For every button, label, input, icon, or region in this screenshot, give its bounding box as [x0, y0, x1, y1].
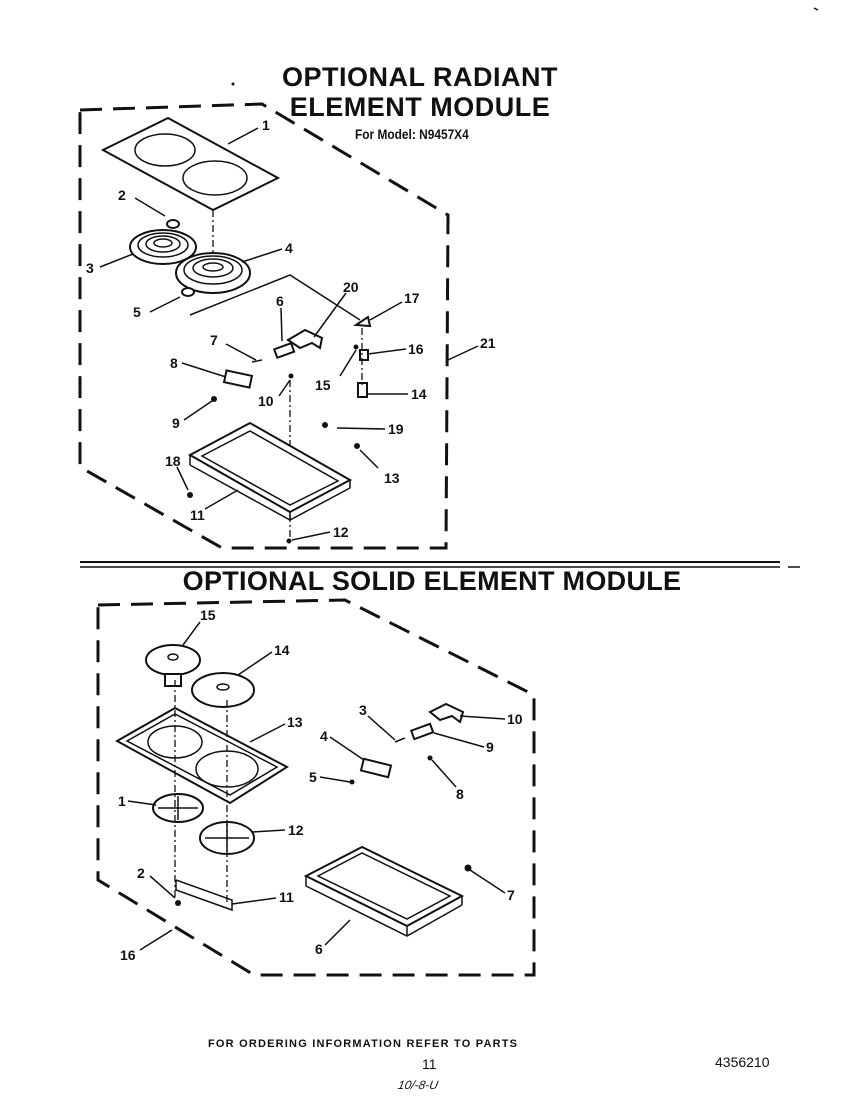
callout-3: 3: [359, 702, 367, 718]
callout-6: 6: [276, 293, 284, 309]
callout-13: 13: [287, 714, 303, 730]
glass-cooktop-part-1: [100, 116, 281, 212]
leader-lines-radiant: [99, 127, 479, 541]
callout-9: 9: [172, 415, 180, 431]
callouts-radiant: 1 2 3 4 5 6 7 8 9 10 11 12 13 14 15 16 1…: [86, 117, 496, 540]
speck: [231, 82, 235, 86]
screw-part-13: [354, 443, 360, 449]
page-number: 11: [422, 1056, 437, 1072]
callout-2: 2: [118, 187, 126, 203]
callout-14: 14: [411, 386, 427, 402]
leader-lines-solid: [127, 621, 506, 951]
screw-part-5: [349, 779, 355, 785]
bracket-part-10: [428, 702, 465, 724]
callout-10: 10: [258, 393, 274, 409]
model-label: For Model: N9457X4: [355, 126, 469, 142]
ordering-info-note: FOR ORDERING INFORMATION REFER TO PARTS: [208, 1038, 519, 1050]
solid-element-part-14: [191, 672, 255, 708]
callout-14: 14: [274, 642, 290, 658]
small-parts-radiant: [187, 315, 372, 544]
callout-12: 12: [333, 524, 349, 540]
title-radiant-line2: ELEMENT MODULE: [289, 92, 551, 122]
callout-2: 2: [137, 865, 145, 881]
clip-part-9: [409, 722, 435, 741]
screw-part-12: [286, 538, 292, 544]
screw-part-15: [353, 344, 359, 350]
callout-19: 19: [388, 421, 404, 437]
callout-4: 4: [320, 728, 328, 744]
radiant-element-part-5: [175, 252, 251, 297]
connector-part-16: [359, 349, 369, 361]
screw-part-19: [322, 422, 328, 428]
callout-7: 7: [507, 887, 515, 903]
callout-21: 21: [480, 335, 496, 351]
callout-18: 18: [165, 453, 181, 469]
screw-part-7: [464, 864, 472, 872]
callout-15: 15: [200, 607, 216, 623]
callout-17: 17: [404, 290, 420, 306]
title-radiant-line1: OPTIONAL RADIANT: [282, 62, 558, 92]
document-number: 4356210: [715, 1054, 770, 1070]
radiant-element-part-3: [129, 219, 197, 265]
callout-8: 8: [456, 786, 464, 802]
callout-20: 20: [343, 279, 359, 295]
block-part-8: [222, 369, 254, 389]
callout-4: 4: [285, 240, 293, 256]
callout-15: 15: [315, 377, 331, 393]
callout-3: 3: [86, 260, 94, 276]
bracket-part-11: [175, 879, 233, 912]
handwritten-note: 10/-8-U: [396, 1078, 440, 1092]
bracket-part-20: [286, 328, 324, 350]
callout-5: 5: [133, 304, 141, 320]
callout-11: 11: [279, 889, 294, 905]
callout-12: 12: [288, 822, 304, 838]
cap-part-17: [353, 315, 372, 328]
screw-part-3: [394, 737, 406, 743]
tray-part-11: [187, 421, 353, 521]
callouts-solid: 15 14 13 1 12 2 11 16 3 10 4 9 5 8 7 6: [118, 607, 523, 963]
radiant-module-boundary: [78, 102, 450, 550]
callout-1: 1: [262, 117, 270, 133]
solid-element-part-15: [145, 644, 201, 687]
block-part-4: [359, 757, 393, 779]
callout-10: 10: [507, 711, 523, 727]
connector-part-14: [357, 382, 368, 398]
screw-part-18: [187, 492, 193, 498]
burner-part-1: [152, 793, 204, 823]
cooktop-frame-part-13: [114, 706, 289, 805]
tray-part-6: [303, 845, 465, 937]
callout-1: 1: [118, 793, 126, 809]
callout-16: 16: [408, 341, 424, 357]
title-solid-module: OPTIONAL SOLID ELEMENT MODULE: [182, 566, 682, 596]
callout-13: 13: [384, 470, 400, 486]
screw-part-2: [175, 900, 181, 906]
callout-16: 16: [120, 947, 136, 963]
screw-part-8: [427, 755, 433, 761]
clip-part-6: [272, 341, 296, 360]
solid-module-boundary: [96, 598, 536, 977]
callout-9: 9: [486, 739, 494, 755]
screw-part-9: [211, 396, 217, 402]
callout-7: 7: [210, 332, 218, 348]
callout-11: 11: [190, 507, 205, 523]
screw-part-10: [288, 373, 294, 379]
screw-part-7: [251, 359, 263, 363]
callout-8: 8: [170, 355, 178, 371]
corner-mark: [813, 7, 819, 11]
callout-6: 6: [315, 941, 323, 957]
callout-5: 5: [309, 769, 317, 785]
